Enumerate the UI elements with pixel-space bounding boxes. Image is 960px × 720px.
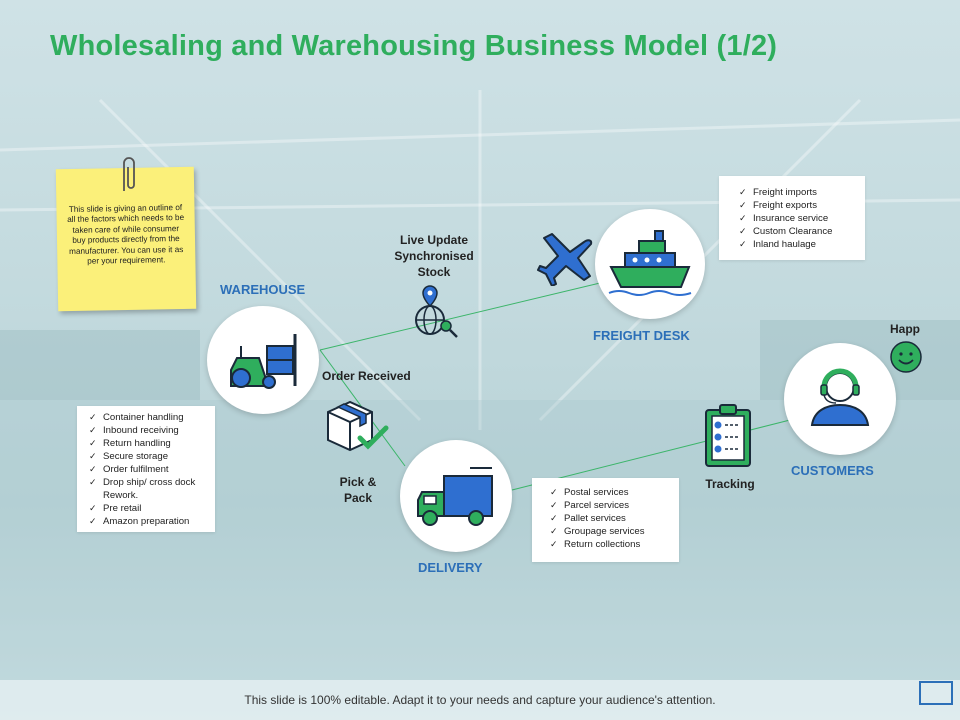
list-item: Pallet services <box>550 512 679 525</box>
delivery-label: DELIVERY <box>418 560 483 575</box>
live-update-label: Live Update Synchronised Stock <box>384 232 484 280</box>
pick-pack-label: Pick & Pack <box>328 474 388 506</box>
ship-icon <box>608 230 692 296</box>
list-item: Groupage services <box>550 525 679 538</box>
freight-desk-label: FREIGHT DESK <box>593 328 690 343</box>
list-item: Inbound receiving <box>89 424 215 437</box>
list-item: Container handling <box>89 411 215 424</box>
order-received-label: Order Received <box>322 369 411 383</box>
pick-pack-line-2: Pack <box>343 491 373 505</box>
list-item: Return handling <box>89 437 215 450</box>
customers-node <box>784 343 896 455</box>
freight-services-list: Freight imports Freight exports Insuranc… <box>719 176 865 260</box>
pick-pack-line-1: Pick & <box>339 475 377 489</box>
list-item: Postal services <box>550 486 679 499</box>
list-item: Custom Clearance <box>739 225 865 238</box>
list-item: Return collections <box>550 538 679 551</box>
forklift-icon <box>230 334 297 389</box>
warehouse-services-list: Container handling Inbound receiving Ret… <box>77 406 215 532</box>
list-item: Pre retail <box>89 502 215 515</box>
warehouse-label: WAREHOUSE <box>220 282 306 297</box>
list-item: Amazon preparation <box>89 515 215 528</box>
airplane-icon <box>537 233 593 286</box>
customers-label: CUSTOMERS <box>791 463 874 478</box>
list-item: Parcel services <box>550 499 679 512</box>
list-item: Inland haulage <box>739 238 865 251</box>
live-update-line-2: Synchronised <box>394 249 474 263</box>
list-item: Freight exports <box>739 199 865 212</box>
corner-bracket-icon <box>919 681 953 705</box>
warehouse-node <box>207 306 319 414</box>
list-item: Drop ship/ cross dock Rework. <box>89 476 215 502</box>
live-update-line-1: Live Update <box>399 233 468 247</box>
clipboard-checklist-icon <box>705 404 751 467</box>
delivery-node <box>400 440 512 552</box>
tracking-label: Tracking <box>705 477 755 491</box>
truck-icon <box>417 467 493 526</box>
package-check-icon <box>327 400 389 452</box>
live-update-line-3: Stock <box>417 265 451 279</box>
sticky-note-text: This slide is giving an outline of all t… <box>67 203 185 266</box>
paperclip-icon <box>123 157 135 191</box>
happ-label: Happ <box>890 322 920 336</box>
freight-desk-node <box>595 209 705 319</box>
list-item: Secure storage <box>89 450 215 463</box>
smiley-icon <box>890 341 922 373</box>
footer-text: This slide is 100% editable. Adapt it to… <box>244 693 716 707</box>
list-item: Insurance service <box>739 212 865 225</box>
list-item: Order fulfilment <box>89 463 215 476</box>
globe-search-icon <box>415 285 458 338</box>
list-item: Freight imports <box>739 186 865 199</box>
delivery-services-list: Postal services Parcel services Pallet s… <box>532 478 679 562</box>
customer-support-icon <box>810 368 870 426</box>
page-title: Wholesaling and Warehousing Business Mod… <box>50 30 778 62</box>
